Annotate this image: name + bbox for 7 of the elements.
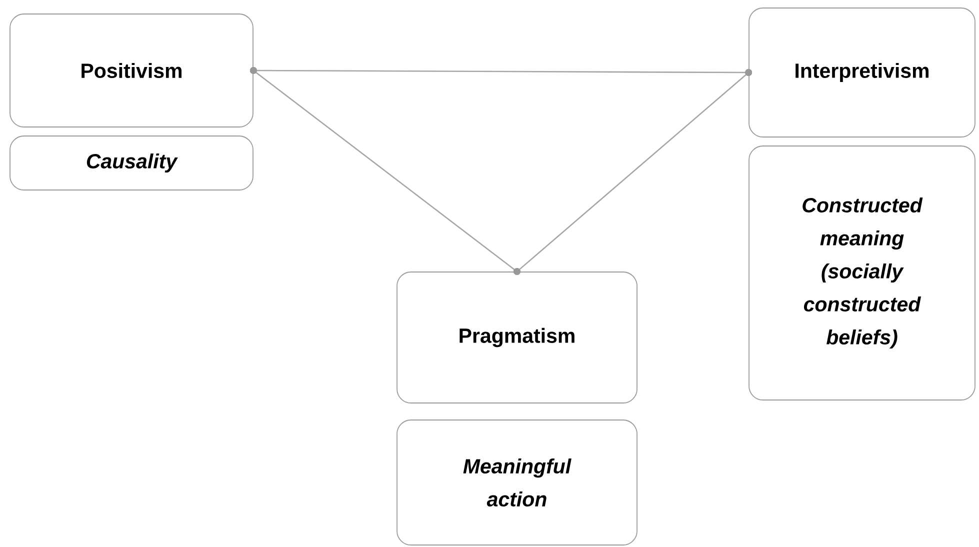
connector-line xyxy=(514,69,752,276)
concept-box: Interpretivism xyxy=(748,8,976,138)
theme-box: Meaningful action xyxy=(396,420,638,546)
concept-box: Pragmatism xyxy=(396,272,638,404)
theme-box: Causality xyxy=(10,136,254,190)
theme-box: Constructed meaning (socially constructed beliefs) xyxy=(748,146,976,400)
concept-box: Positivism xyxy=(10,14,254,128)
